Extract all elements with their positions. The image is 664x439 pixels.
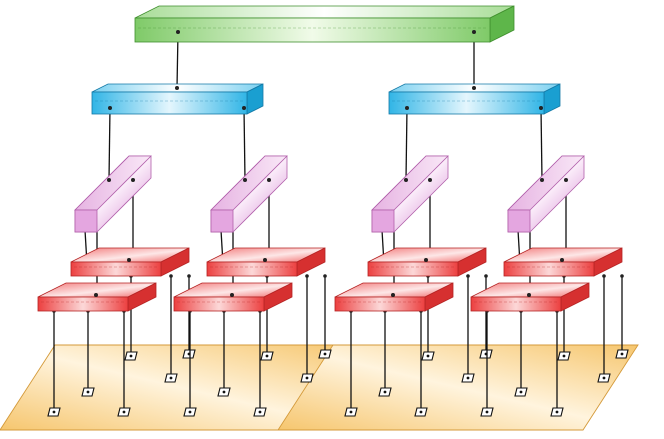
branch-column-3-port-in <box>540 178 544 182</box>
root-bar-front <box>134 17 491 43</box>
branch-column-2-front <box>371 209 395 233</box>
square-pin-center <box>383 390 387 394</box>
square-pin-center <box>305 376 309 380</box>
branch-column-0-port-right <box>131 178 135 182</box>
slab-front-3-front <box>470 296 562 312</box>
slab-front-2-port <box>391 293 395 297</box>
slab-back-2-port <box>424 258 428 262</box>
square-pin-center <box>620 352 624 356</box>
square-pin-center <box>52 410 56 414</box>
square-pin-center <box>426 354 430 358</box>
square-pin-center <box>258 410 262 414</box>
slab-pin-port-2-4 <box>466 274 470 278</box>
mid-bar-1-port-right <box>539 106 543 110</box>
square-pin-center <box>419 410 423 414</box>
slab-pin-port-1-4 <box>305 274 309 278</box>
bars-layer <box>91 83 561 115</box>
mid-to-column-wire-3 <box>540 107 543 181</box>
slab-pin-port-0-4 <box>169 274 173 278</box>
root-bar-port-right <box>472 30 476 34</box>
slab-front-1-front <box>173 296 265 312</box>
slab-back-3-port <box>560 258 564 262</box>
slab-back-1-port <box>263 258 267 262</box>
mid-to-column-wire-2 <box>405 107 408 181</box>
square-pin-center <box>129 354 133 358</box>
branch-column-1-front <box>210 209 234 233</box>
slab-front-2-front <box>334 296 426 312</box>
square-pin-center <box>265 354 269 358</box>
branch-column-3-front <box>507 209 531 233</box>
square-pin-center <box>466 376 470 380</box>
root-bar-port-left <box>176 30 180 34</box>
mid-bar-1-front <box>388 91 545 115</box>
square-pin-center <box>562 354 566 358</box>
mid-bar-1-port-left <box>405 106 409 110</box>
slab-pin-port-1-5 <box>323 274 327 278</box>
square-pin-center <box>222 390 226 394</box>
mid-bar-0-port-right <box>242 106 246 110</box>
slab-front-3-port <box>527 293 531 297</box>
slab-back-3-front <box>503 261 595 277</box>
square-pin-center <box>169 376 173 380</box>
slab-front-1-port <box>230 293 234 297</box>
square-pin-center <box>122 410 126 414</box>
mid-bar-0-front <box>91 91 248 115</box>
slab-pin-port-3-4 <box>602 274 606 278</box>
branch-column-1-port-right <box>267 178 271 182</box>
square-pin-center <box>485 410 489 414</box>
slab-pin-port-0-5 <box>187 274 191 278</box>
columns-layer <box>74 155 585 233</box>
mid-bar-1-port-in <box>472 86 476 90</box>
slab-back-1-front <box>206 261 298 277</box>
slab-back-2-front <box>367 261 459 277</box>
branch-column-0-port-in <box>107 178 111 182</box>
pins-layer <box>47 274 629 417</box>
slab-back-0-port <box>127 258 131 262</box>
base-plate-1 <box>277 344 639 431</box>
plates-layer <box>0 344 639 431</box>
branch-column-2-port-right <box>428 178 432 182</box>
root-bar-top <box>134 5 515 19</box>
square-pin-center <box>602 376 606 380</box>
mid-bar-0-port-in <box>175 86 179 90</box>
branch-column-3-port-right <box>564 178 568 182</box>
square-pin-center <box>86 390 90 394</box>
mid-bar-0-port-left <box>108 106 112 110</box>
slab-front-0-front <box>37 296 129 312</box>
branch-column-1-port-in <box>243 178 247 182</box>
square-pin-center <box>323 352 327 356</box>
branch-column-0-front <box>74 209 98 233</box>
slab-pin-port-3-5 <box>620 274 624 278</box>
mid-to-column-wire-1 <box>243 107 246 181</box>
square-pin-center <box>188 410 192 414</box>
square-pin-center <box>349 410 353 414</box>
slab-pin-port-2-5 <box>484 274 488 278</box>
mid-to-column-wire-0 <box>108 107 111 181</box>
square-pin-center <box>555 410 559 414</box>
slab-front-0-port <box>94 293 98 297</box>
branch-column-2-port-in <box>404 178 408 182</box>
square-pin-center <box>519 390 523 394</box>
slab-back-0-front <box>70 261 162 277</box>
slabs-layer <box>37 247 623 312</box>
top-layer <box>134 5 515 43</box>
